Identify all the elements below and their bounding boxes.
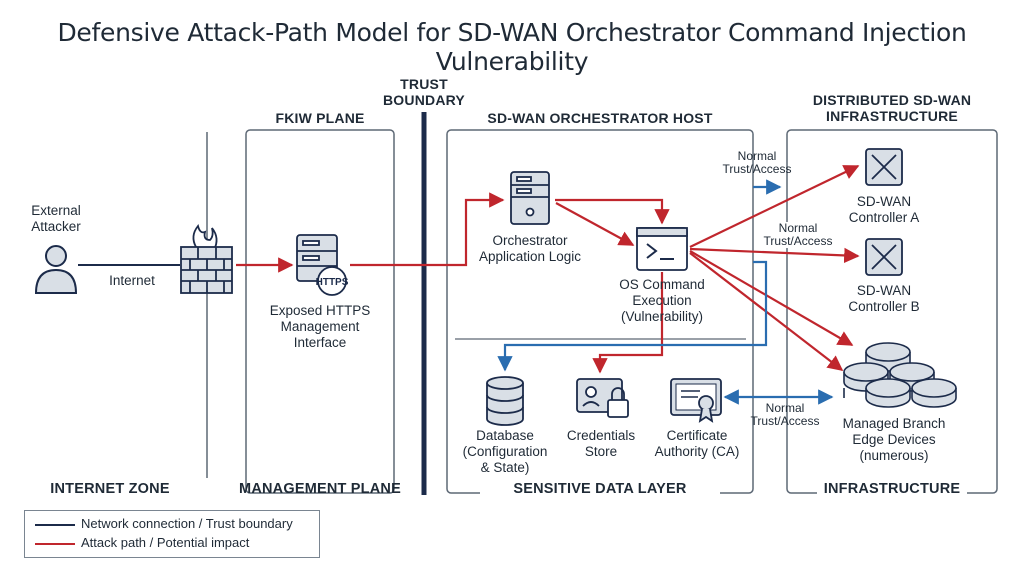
- database-label-2: (Configuration: [462, 444, 548, 459]
- trust-paths: [497, 179, 834, 405]
- certificate-icon: [670, 378, 722, 423]
- https-badge: HTTPS: [316, 277, 349, 288]
- internet-label: Internet: [109, 273, 155, 288]
- attacker-icon: [34, 245, 78, 294]
- database-icon: [486, 376, 524, 426]
- orchestrator-label-2: Application Logic: [478, 249, 582, 264]
- branch-label-2: Edge Devices: [852, 432, 936, 447]
- os-command-label-1: OS Command: [619, 277, 705, 292]
- https-interface-label-2: Management: [280, 319, 360, 334]
- legend: Network connection / Trust boundary Atta…: [24, 510, 320, 558]
- https-interface-label-3: Interface: [293, 335, 347, 350]
- controller-a-label-2: Controller A: [848, 210, 920, 225]
- trust-access-label-2b: Trust/Access: [756, 235, 840, 248]
- legend-network-label: Network connection / Trust boundary: [81, 516, 293, 531]
- branch-label-3: (numerous): [859, 448, 929, 463]
- trust-access-label-1a: Normal: [737, 149, 777, 163]
- https-server-icon: [296, 234, 347, 296]
- os-command-label-2: Execution: [632, 293, 692, 308]
- database-label-1: Database: [476, 428, 534, 443]
- database-label-3: & State): [480, 460, 530, 475]
- controller-b-label-2: Controller B: [848, 299, 920, 314]
- trust-boundary-header-1: TRUST: [400, 76, 448, 92]
- distributed-header-1: DISTRIBUTED SD-WAN: [812, 92, 972, 108]
- firewall-icon: [180, 224, 233, 294]
- ca-label-2: Authority (CA): [654, 444, 740, 459]
- credentials-label-1: Credentials: [566, 428, 636, 443]
- flow-plane-header: FKIW PLANE: [275, 110, 365, 126]
- legend-attack-label: Attack path / Potential impact: [81, 535, 250, 550]
- orchestrator-server-icon: [510, 171, 550, 225]
- management-plane-frame: [245, 129, 395, 494]
- credentials-label-2: Store: [584, 444, 618, 459]
- infrastructure-label: INFRASTRUCTURE: [817, 481, 967, 497]
- https-interface-label-1: Exposed HTTPS: [269, 303, 371, 318]
- diagram-title: Defensive Attack-Path Model for SD-WAN O…: [57, 18, 967, 76]
- trust-access-label-3a: Normal: [765, 401, 805, 415]
- attacker-label-1: External: [31, 203, 81, 218]
- internet-zone-label: INTERNET ZONE: [50, 481, 170, 497]
- controller-b-label-1: SD-WAN: [856, 283, 912, 298]
- os-command-label-3: (Vulnerability): [620, 309, 704, 324]
- ca-label-1: Certificate: [666, 428, 728, 443]
- branch-routers-icon: [843, 342, 957, 408]
- controller-b-icon: [865, 238, 903, 276]
- terminal-icon: [636, 227, 688, 271]
- orchestrator-host-header: SD-WAN ORCHESTRATOR HOST: [487, 110, 713, 126]
- controller-a-icon: [865, 148, 903, 186]
- branch-label-1: Managed Branch: [842, 416, 946, 431]
- controller-a-label-1: SD-WAN: [856, 194, 912, 209]
- legend-attack-row: Attack path / Potential impact: [35, 535, 249, 551]
- sensitive-data-layer-label: SENSITIVE DATA LAYER: [480, 481, 720, 497]
- legend-network-row: Network connection / Trust boundary: [35, 516, 293, 532]
- trust-boundary-header-2: BOUNDARY: [383, 92, 465, 108]
- trust-access-label-2a: Normal: [766, 222, 830, 235]
- orchestrator-label-1: Orchestrator: [492, 233, 568, 248]
- attacker-label-2: Attacker: [31, 219, 81, 234]
- trust-access-label-3b: Trust/Access: [750, 414, 820, 428]
- trust-access-label-1b: Trust/Access: [722, 162, 792, 176]
- distributed-header-2: INFRASTRUCTURE: [826, 108, 958, 124]
- legend-attack-swatch: [35, 542, 75, 545]
- management-plane-label: MANAGEMENT PLANE: [239, 481, 401, 497]
- credentials-icon: [576, 378, 629, 418]
- legend-network-swatch: [35, 523, 75, 526]
